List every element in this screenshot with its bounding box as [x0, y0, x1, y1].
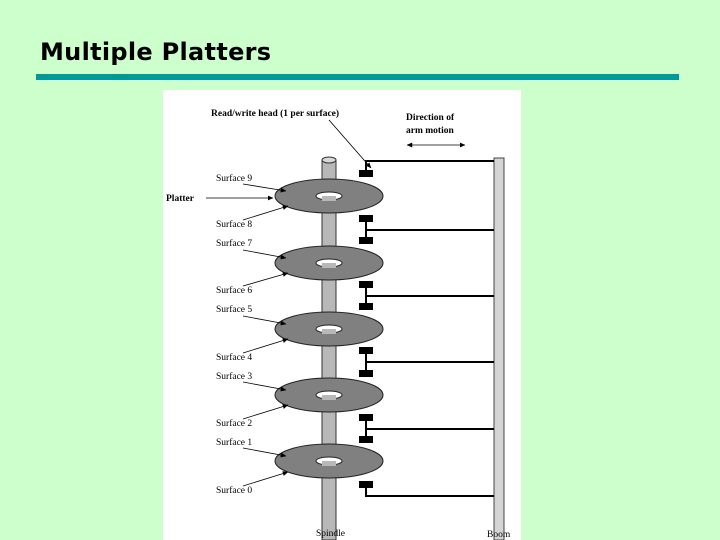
head-surface-8: [359, 215, 373, 222]
spindle: [321, 159, 337, 540]
head-surface-5: [359, 303, 373, 310]
platter-1: [274, 178, 384, 214]
surface-label-6: Surface 6: [216, 285, 252, 296]
arm-assembly: [365, 160, 494, 497]
surface-label-4: Surface 4: [216, 352, 252, 363]
read-write-heads: [359, 170, 373, 488]
head-surface-4: [359, 347, 373, 354]
spindle-label: Spindle: [316, 529, 345, 539]
surface-label-8: Surface 8: [216, 219, 252, 230]
direction-label-line1: Direction of: [406, 113, 455, 123]
head-surface-1: [359, 436, 373, 443]
surface-label-7: Surface 7: [216, 238, 252, 249]
surface-label-1: Surface 1: [216, 437, 252, 448]
head-surface-9: [359, 170, 373, 177]
platter-5: [274, 443, 384, 479]
platter-label: Platter: [166, 194, 195, 204]
head-surface-2: [359, 414, 373, 421]
boom: [493, 157, 505, 540]
read-write-head-pointer: [328, 119, 372, 169]
surface-label-2: Surface 2: [216, 418, 252, 429]
platter-2: [274, 245, 384, 281]
read-write-head-label: Read/write head (1 per surface): [211, 108, 339, 119]
platter-4: [274, 377, 384, 413]
surface-label-0: Surface 0: [216, 485, 252, 496]
surface-label-3: Surface 3: [216, 371, 252, 382]
disk-diagram: Read/write head (1 per surface) Directio…: [163, 90, 521, 540]
slide-title: Multiple Platters: [40, 38, 272, 66]
head-surface-7: [359, 237, 373, 244]
spindle-top: [321, 156, 337, 164]
head-surface-0: [359, 481, 373, 488]
surface-label-9: Surface 9: [216, 173, 252, 184]
platter-3: [274, 311, 384, 347]
head-surface-6: [359, 281, 373, 288]
surface-label-5: Surface 5: [216, 304, 252, 315]
disk-diagram-svg: Read/write head (1 per surface) Directio…: [166, 108, 511, 540]
title-rule: [36, 74, 679, 80]
boom-label: Boom: [487, 530, 511, 540]
direction-label-line2: arm motion: [406, 126, 454, 136]
head-surface-3: [359, 370, 373, 377]
